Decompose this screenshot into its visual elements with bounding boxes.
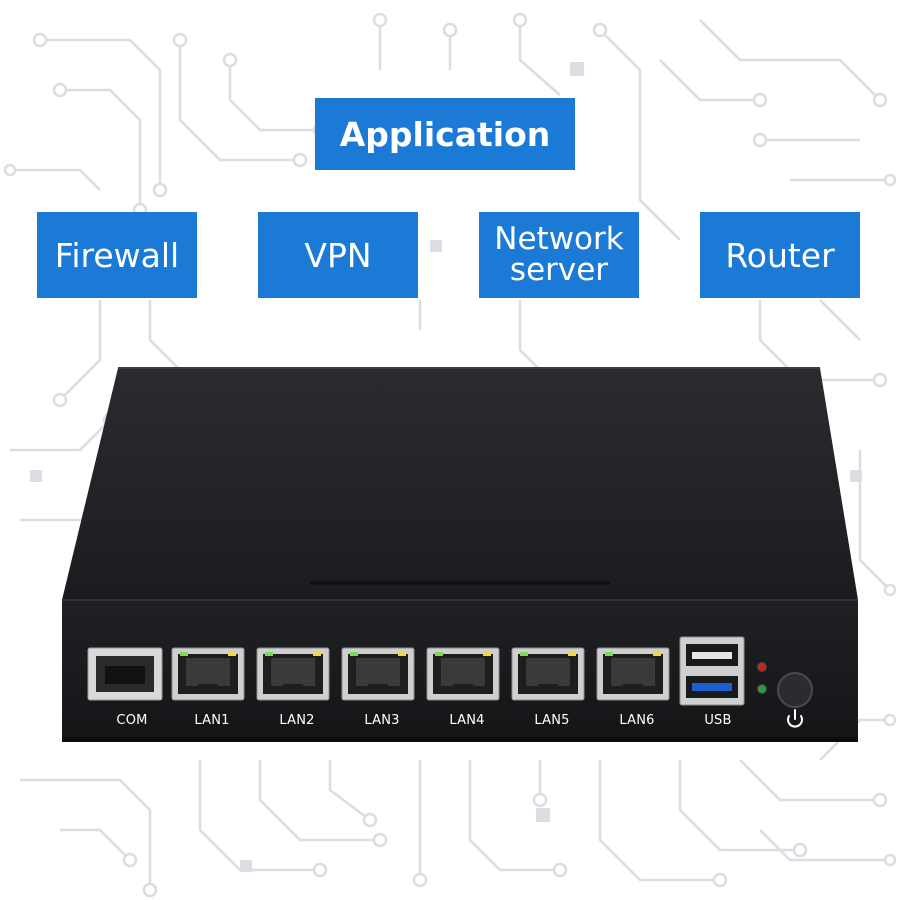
lan2-port-label: LAN2 [279, 713, 315, 728]
network-server-label: Network server [479, 212, 639, 298]
com-port [87, 647, 163, 701]
device-top-panel [62, 368, 858, 600]
lan-port-3 [341, 647, 415, 701]
lan1-port-label: LAN1 [194, 713, 230, 728]
lan4-port-label: LAN4 [449, 713, 485, 728]
power-icon [787, 709, 803, 728]
usb-port-label: USB [704, 713, 732, 728]
lan-port-1 [171, 647, 245, 701]
led-red [757, 662, 767, 672]
led-green [757, 684, 767, 694]
lan-port-6 [596, 647, 670, 701]
lan-port-5 [511, 647, 585, 701]
router-label: Router [700, 212, 860, 298]
lan5-port-label: LAN5 [534, 713, 570, 728]
com-port-label: COM [116, 713, 148, 728]
firewall-label: Firewall [37, 212, 197, 298]
application-heading: Application [315, 98, 575, 170]
vpn-label: VPN [258, 212, 418, 298]
power-button [777, 672, 813, 708]
lan6-port-label: LAN6 [619, 713, 655, 728]
lan-port-2 [256, 647, 330, 701]
lan-port-4 [426, 647, 500, 701]
usb-ports [679, 636, 745, 706]
lan3-port-label: LAN3 [364, 713, 400, 728]
